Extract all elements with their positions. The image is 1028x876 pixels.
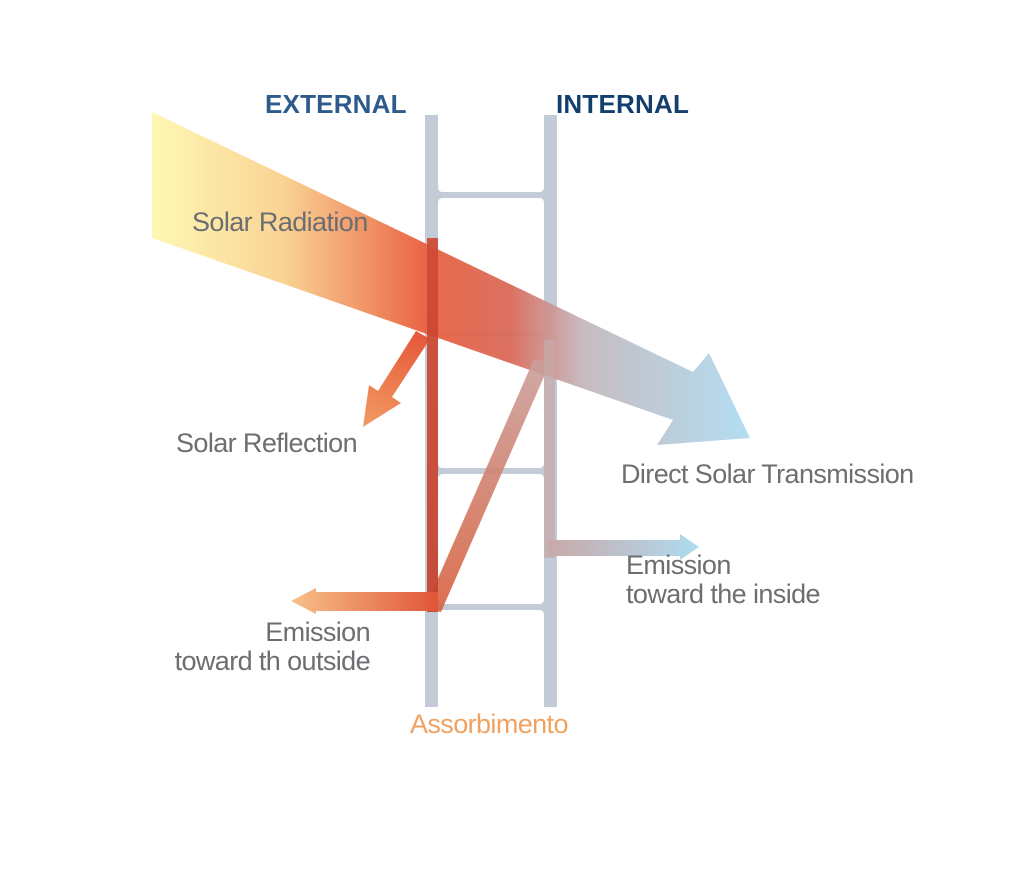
- solar-radiation-arrow: [152, 112, 750, 445]
- emission-inside-line1: Emission: [626, 550, 731, 580]
- emission-inside-line2: toward the inside: [626, 579, 821, 609]
- emission-outside-line2: toward th outside: [174, 646, 371, 676]
- glazing-frame: [425, 115, 557, 707]
- solar-reflection-label: Solar Reflection: [176, 428, 358, 458]
- spacer-1: [438, 187, 544, 203]
- emission-outside-label: Emission toward th outside: [174, 617, 371, 676]
- emission-inside-arrow: [548, 534, 699, 560]
- internal-label: INTERNAL: [556, 89, 690, 119]
- absorption-diagonal-path: [425, 359, 550, 612]
- absorption-label: Assorbimento: [410, 709, 568, 739]
- emission-outside-line1: Emission: [265, 617, 370, 647]
- absorption-vertical-path: [427, 238, 438, 612]
- emission-inside-label: Emission toward the inside: [626, 550, 821, 609]
- emission-outside-arrow: [291, 588, 438, 614]
- spacer-4: [438, 599, 544, 615]
- solar-reflection-arrow: [363, 331, 430, 427]
- internal-absorption-path: [544, 340, 555, 558]
- external-label: EXTERNAL: [265, 89, 407, 119]
- direct-transmission-label: Direct Solar Transmission: [621, 459, 914, 489]
- solar-radiation-label: Solar Radiation: [192, 207, 368, 237]
